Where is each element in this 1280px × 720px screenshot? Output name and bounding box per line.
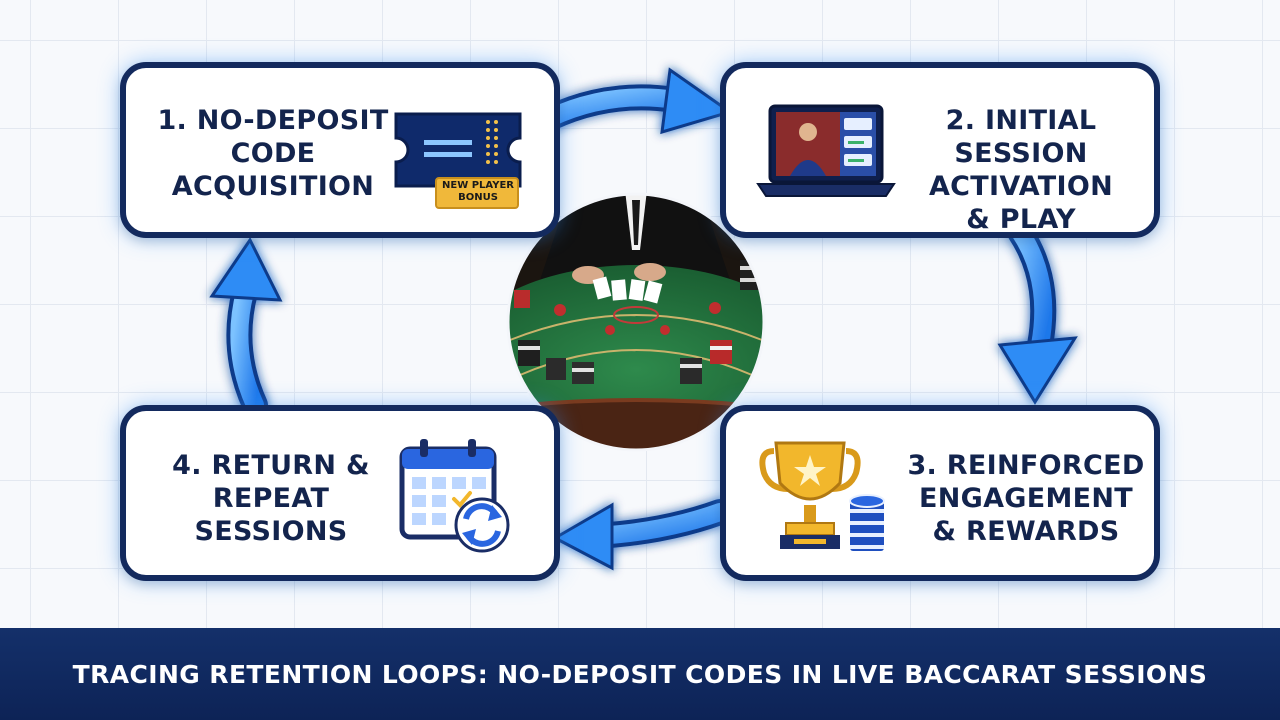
trophy-chips-icon — [759, 441, 885, 551]
step-card-3: 3. REINFORCED ENGAGEMENT & REWARDS — [720, 405, 1160, 581]
laptop-live-dealer-icon — [756, 104, 896, 197]
arrow-step3-to-step4 — [551, 499, 733, 571]
step-card-4: 4. RETURN & REPEAT SESSIONS — [120, 405, 560, 581]
baccarat-table-image — [506, 192, 766, 452]
ticket-icon — [394, 112, 522, 209]
footer-title: TRACING RETENTION LOOPS: NO-DEPOSIT CODE… — [72, 659, 1208, 689]
new-player-bonus-badge: NEW PLAYER BONUS — [442, 180, 514, 203]
step-label-2: 2. INITIAL SESSION ACTIVATION & PLAY — [928, 105, 1114, 235]
arrow-step4-to-step1 — [209, 237, 283, 418]
step-label-3: 3. REINFORCED ENGAGEMENT & REWARDS — [907, 450, 1145, 547]
arrow-step1-to-step2 — [537, 67, 734, 135]
step-card-2: 2. INITIAL SESSION ACTIVATION & PLAY — [720, 62, 1160, 238]
footer-banner: TRACING RETENTION LOOPS: NO-DEPOSIT CODE… — [0, 628, 1280, 720]
step-label-4: 4. RETURN & REPEAT SESSIONS — [172, 450, 370, 547]
step-card-1: 1. NO-DEPOSIT CODE ACQUISITION NEW PLAYE… — [120, 62, 560, 238]
calendar-refresh-icon — [399, 439, 510, 553]
arrow-step2-to-step3 — [997, 219, 1078, 405]
step-label-1: 1. NO-DEPOSIT CODE ACQUISITION — [157, 105, 389, 202]
